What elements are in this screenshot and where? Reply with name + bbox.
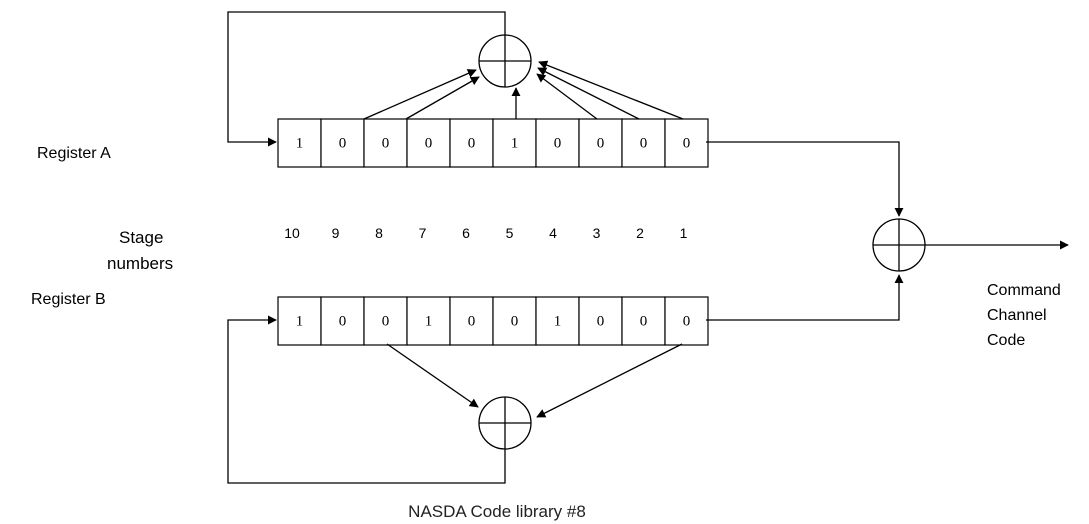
register-b-bit: 0	[511, 313, 519, 329]
output-b-wire	[706, 274, 904, 321]
output-a-wire	[706, 141, 904, 217]
register-a-cell	[449, 118, 494, 168]
register-b-cell	[363, 296, 408, 346]
register-a-bit: 0	[382, 135, 390, 151]
stage-number: 8	[375, 225, 383, 241]
stage-number: 9	[332, 225, 340, 241]
diagram-caption: NASDA Code library #8	[408, 502, 586, 521]
stage-number: 7	[419, 225, 427, 241]
stage-number: 6	[462, 225, 470, 241]
register-a-cell	[664, 118, 709, 168]
stage-number: 2	[636, 225, 644, 241]
register-b-bit: 0	[683, 313, 691, 329]
output-label-line3: Code	[987, 332, 1025, 349]
stage-label-line2: numbers	[107, 254, 173, 273]
stage-label-line1: Stage	[119, 228, 163, 247]
xor-gate-output	[872, 218, 926, 272]
output-label-line1: Command	[987, 282, 1061, 299]
register-a-bit: 0	[554, 135, 562, 151]
register-b-bit: 0	[339, 313, 347, 329]
register-a-bit: 0	[640, 135, 648, 151]
register-b-bit: 1	[554, 313, 562, 329]
xor-gate-b	[478, 396, 532, 450]
stage-number: 3	[593, 225, 601, 241]
taps-b	[386, 343, 683, 418]
output-label-line2: Channel	[987, 307, 1047, 324]
register-a-cell	[535, 118, 580, 168]
xor-gate-a	[478, 34, 532, 88]
feedback-b-wire	[227, 315, 506, 484]
register-b-cell	[578, 296, 623, 346]
register-a-cell	[320, 118, 365, 168]
register-a-bit: 0	[683, 135, 691, 151]
stage-number: 1	[680, 225, 688, 241]
stage-number: 4	[549, 225, 557, 241]
feedback-a-wire	[227, 11, 506, 147]
register-a-bit: 0	[597, 135, 605, 151]
register-a-bit: 1	[296, 135, 304, 151]
register-a-bit: 0	[339, 135, 347, 151]
register-a-cell	[363, 118, 408, 168]
register-b-bit: 0	[640, 313, 648, 329]
register-a-cell	[621, 118, 666, 168]
register-b-cell	[664, 296, 709, 346]
register-b-bit: 0	[468, 313, 476, 329]
stage-number: 5	[506, 225, 514, 241]
register-b-bit: 1	[296, 313, 304, 329]
register-b: 1 0 0 1 0 0 1 0 0 0	[277, 296, 709, 346]
register-a-cell	[277, 118, 322, 168]
stage-number: 10	[284, 225, 300, 241]
register-b-bit: 1	[425, 313, 433, 329]
register-a-cell	[492, 118, 537, 168]
register-b-cell	[406, 296, 451, 346]
register-b-cell	[320, 296, 365, 346]
register-a-bit: 0	[468, 135, 476, 151]
register-b-bit: 0	[382, 313, 390, 329]
register-b-bit: 0	[597, 313, 605, 329]
register-b-cell	[621, 296, 666, 346]
taps-a	[363, 60, 684, 120]
register-b-cell	[535, 296, 580, 346]
register-a-label: Register A	[37, 145, 111, 162]
register-b-cell	[492, 296, 537, 346]
register-b-label: Register B	[31, 291, 106, 308]
register-a-bit: 1	[511, 135, 519, 151]
stage-numbers: 10 9 8 7 6 5 4 3 2 1	[284, 225, 687, 241]
register-a-bit: 0	[425, 135, 433, 151]
register-a: 1 0 0 0 0 1 0 0 0 0	[277, 118, 709, 168]
register-a-cell	[578, 118, 623, 168]
